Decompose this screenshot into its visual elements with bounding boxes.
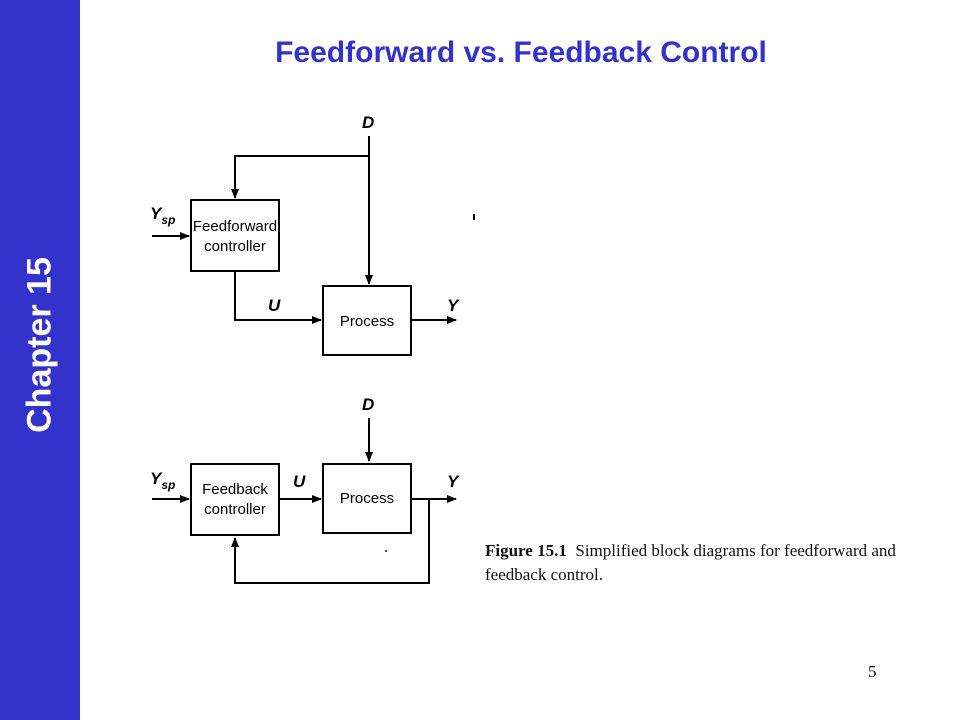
slide-title: Feedforward vs. Feedback Control <box>275 36 767 69</box>
ff-disturbance-label: D <box>362 113 374 132</box>
fb-controller-label-line2: controller <box>204 501 266 518</box>
ff-disturbance-branch <box>231 155 369 199</box>
ff-controller-label-line2: controller <box>204 238 266 255</box>
ff-manipulated-line <box>234 271 322 324</box>
fb-controller-label-line1: Feedback <box>202 481 268 498</box>
fb-setpoint-label: Ysp <box>150 469 175 492</box>
ff-controller-label-line1: Feedforward <box>193 218 277 235</box>
chapter-sidebar: Chapter 15 <box>0 0 80 720</box>
feedforward-diagram: D Ysp Feedforward controller U Process Y <box>150 113 460 356</box>
fb-output-label: Y <box>447 472 460 491</box>
fb-feedback-loop <box>231 499 430 584</box>
fb-manipulated-label: U <box>293 472 306 491</box>
figure-caption: Figure 15.1 Simplified block diagrams fo… <box>485 539 925 587</box>
figure-caption-text: Simplified block diagrams for feedforwar… <box>485 541 896 584</box>
scan-speck <box>473 214 475 220</box>
scan-speck <box>385 550 387 552</box>
page-number: 5 <box>868 662 877 681</box>
figure-caption-label: Figure 15.1 <box>485 541 567 560</box>
fb-process-label: Process <box>340 490 394 507</box>
ff-output-label: Y <box>447 296 460 315</box>
ff-process-label: Process <box>340 313 394 330</box>
ff-setpoint-label: Ysp <box>150 204 175 227</box>
feedback-diagram: D Ysp Feedback controller U Process Y <box>150 395 460 584</box>
fb-process-block <box>322 463 412 534</box>
feedforward-controller-block <box>190 199 280 272</box>
ff-manipulated-label: U <box>268 296 281 315</box>
feedback-controller-block <box>190 463 280 536</box>
fb-disturbance-label: D <box>362 395 374 414</box>
